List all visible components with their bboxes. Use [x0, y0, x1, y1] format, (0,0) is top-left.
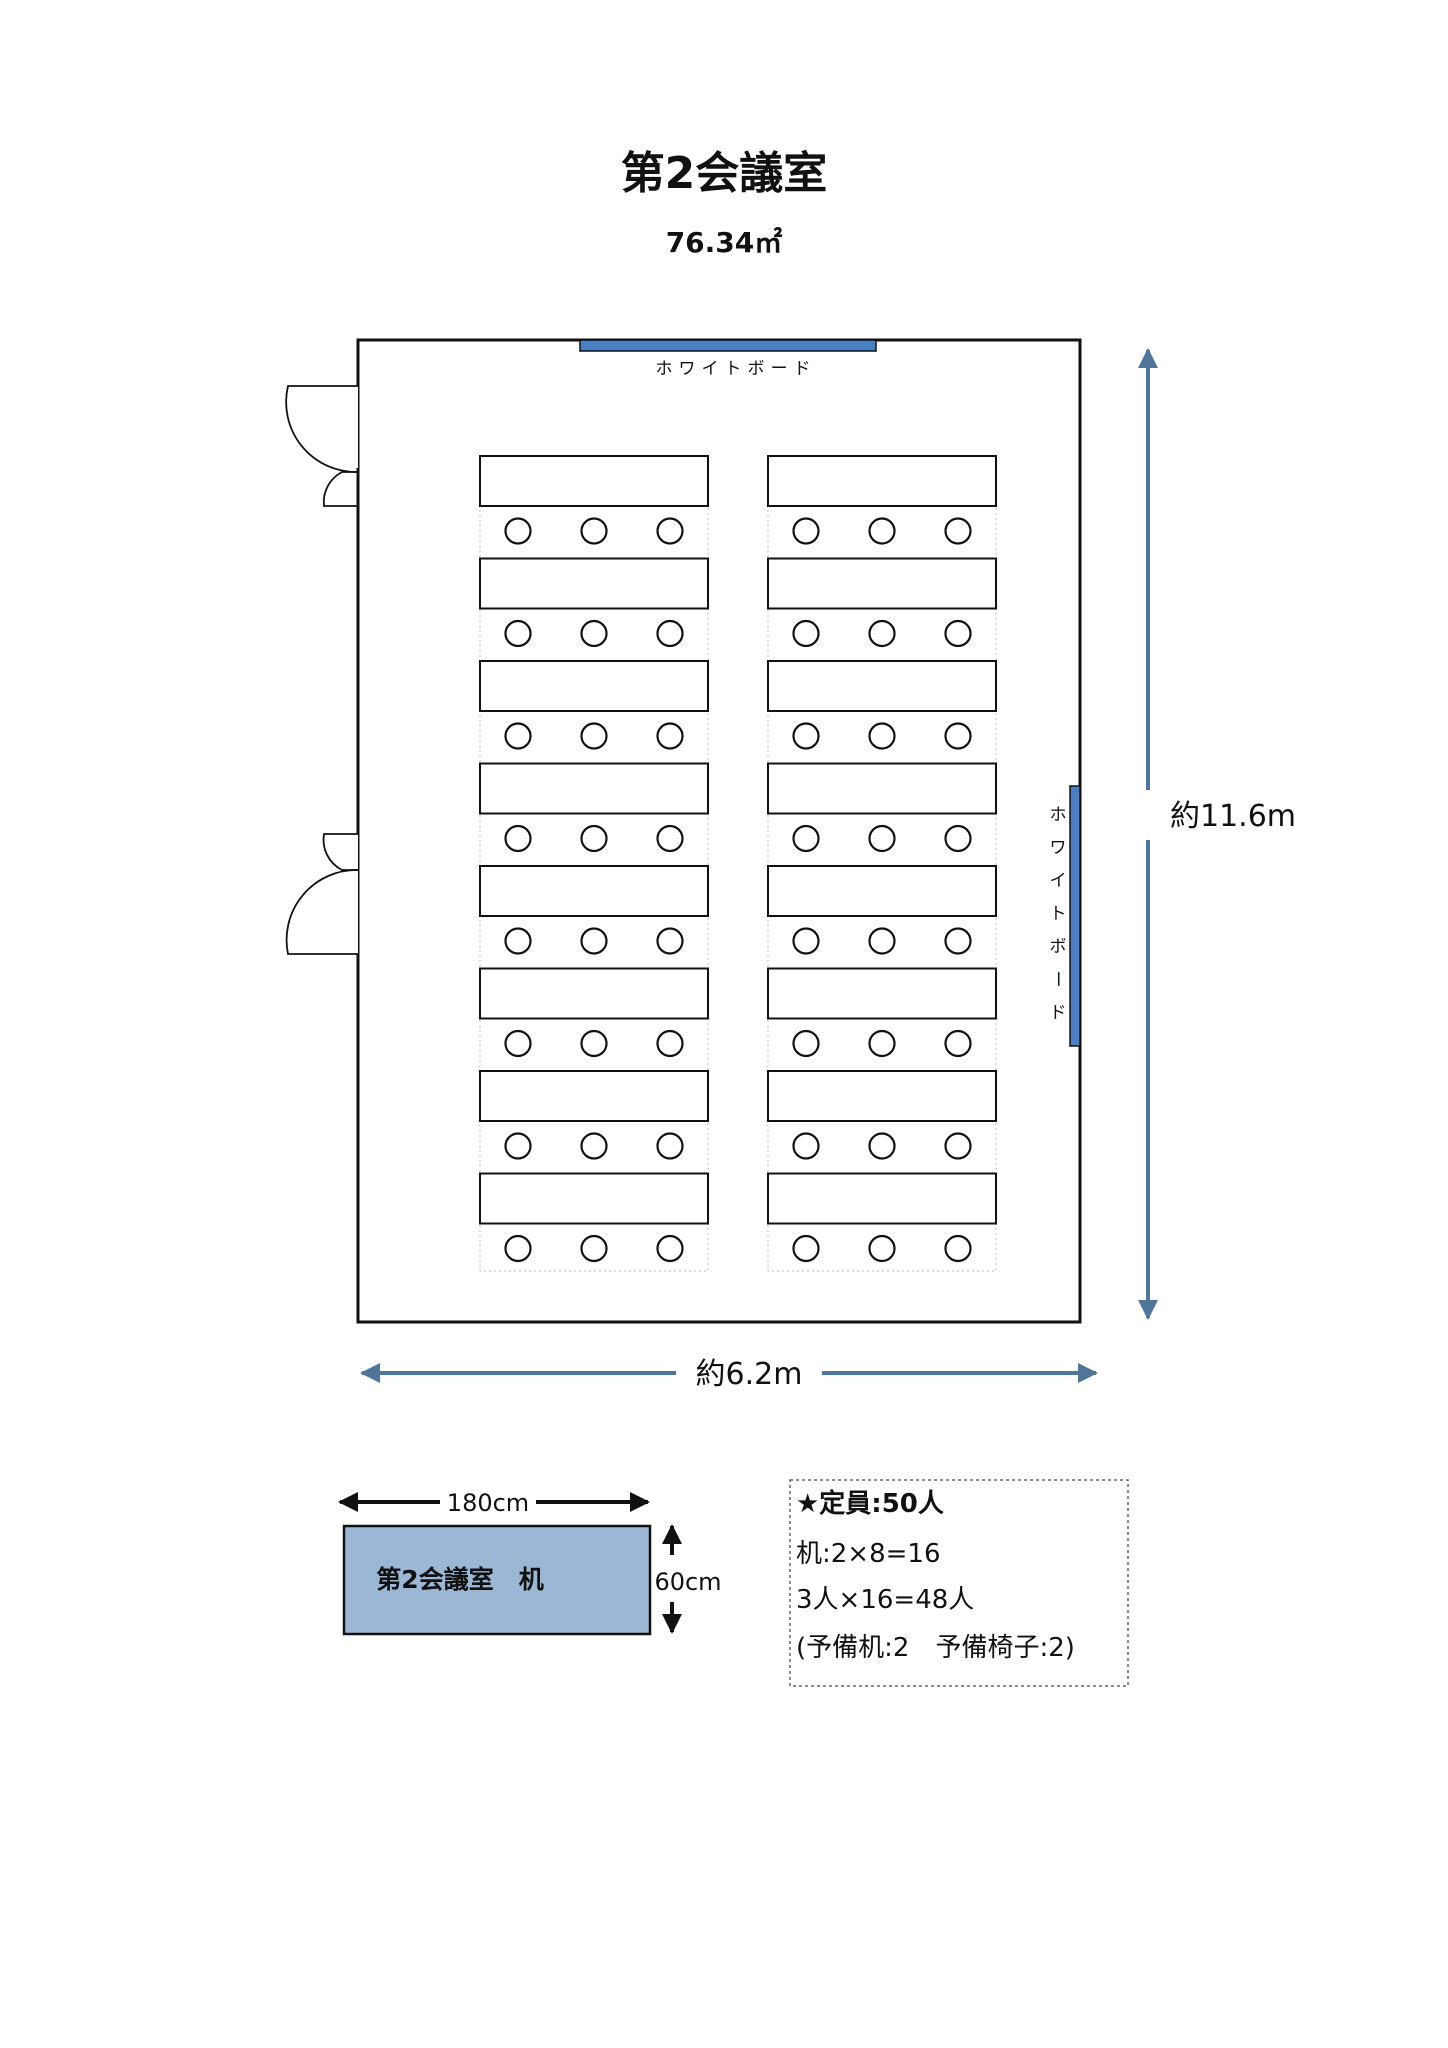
desk-width-label: 180cm: [447, 1489, 529, 1517]
chair: [944, 927, 972, 955]
chair: [868, 1132, 896, 1160]
chair: [792, 722, 820, 750]
chair: [580, 1029, 608, 1058]
desk: [767, 762, 997, 815]
info-desks: 机:2×8=16: [796, 1539, 941, 1569]
chair: [504, 824, 532, 853]
chair: [656, 722, 684, 750]
chair: [944, 619, 972, 648]
chair: [504, 1234, 532, 1263]
info-seats: 3人×16=48人: [796, 1585, 974, 1615]
chair: [580, 824, 608, 853]
whiteboard-top: [579, 339, 877, 352]
desk-depth-label: 60cm: [654, 1568, 721, 1596]
chair: [944, 1234, 972, 1263]
seating-zone: [479, 455, 709, 1272]
chair: [792, 619, 820, 648]
chair: [868, 722, 896, 750]
whiteboard-right-label: ホワイトボード: [1047, 805, 1067, 1023]
chair: [656, 927, 684, 955]
chair: [580, 927, 608, 955]
desk: [767, 1070, 997, 1122]
chair: [868, 517, 896, 545]
desk: [479, 1070, 709, 1122]
chair: [656, 619, 684, 648]
chair: [868, 1234, 896, 1263]
chair: [792, 1234, 820, 1263]
chair: [792, 1029, 820, 1058]
whiteboard-right: [1069, 785, 1081, 1047]
chair: [792, 517, 820, 545]
chair: [504, 722, 532, 750]
chair: [656, 824, 684, 853]
desk: [479, 762, 709, 815]
chair: [580, 517, 608, 545]
seating-layout: [479, 455, 997, 1272]
whiteboard-top-label: ホワイトボード: [656, 359, 817, 379]
chair: [868, 824, 896, 853]
desk: [767, 1172, 997, 1225]
door-upper: [285, 385, 359, 507]
chair: [868, 619, 896, 648]
desk: [479, 1172, 709, 1225]
chair: [504, 517, 532, 545]
chair: [944, 1029, 972, 1058]
desk: [767, 557, 997, 610]
chair: [504, 1132, 532, 1160]
whiteboard-right-char: イ: [1050, 871, 1067, 891]
chair: [504, 927, 532, 955]
chair: [580, 1234, 608, 1263]
chair: [656, 1234, 684, 1263]
chair: [868, 1029, 896, 1058]
desk: [479, 865, 709, 917]
chair: [944, 722, 972, 750]
chair: [944, 517, 972, 545]
room-area: 76.34㎡: [666, 226, 783, 259]
seating-zone: [767, 455, 997, 1272]
desk: [479, 967, 709, 1020]
chair: [792, 824, 820, 853]
desk: [479, 660, 709, 712]
chair: [656, 1132, 684, 1160]
desk: [479, 557, 709, 610]
whiteboard-right-char: ド: [1050, 1003, 1067, 1023]
chair: [656, 517, 684, 545]
chair: [792, 1132, 820, 1160]
chair: [792, 927, 820, 955]
height-dimension: 約11.6m: [1170, 799, 1296, 834]
desk: [767, 660, 997, 712]
chair: [580, 619, 608, 648]
desk-sample: [342, 1524, 652, 1636]
whiteboard-right-char: ワ: [1050, 838, 1067, 858]
page-title: 第2会議室: [621, 148, 828, 199]
chair: [656, 1029, 684, 1058]
chair: [504, 1029, 532, 1058]
desk: [767, 865, 997, 917]
chair: [580, 1132, 608, 1160]
width-dimension: 約6.2m: [696, 1357, 803, 1392]
door-lower: [285, 833, 359, 955]
whiteboard-right-char: ボ: [1050, 937, 1067, 957]
chair: [580, 722, 608, 750]
whiteboard-right-char: ー: [1047, 971, 1067, 988]
chair: [944, 1132, 972, 1160]
whiteboard-right-char: ホ: [1050, 805, 1067, 825]
desk: [767, 967, 997, 1020]
desk: [479, 455, 709, 507]
info-spare: (予備机:2 予備椅子:2): [796, 1633, 1075, 1663]
desk-sample-label: 第2会議室 机: [376, 1565, 543, 1594]
chair: [944, 824, 972, 853]
whiteboard-right-char: ト: [1050, 904, 1067, 924]
info-capacity: ★定員:50人: [796, 1488, 944, 1519]
desk: [767, 455, 997, 507]
chair: [504, 619, 532, 648]
info-box: [789, 1479, 1129, 1687]
chair: [868, 927, 896, 955]
